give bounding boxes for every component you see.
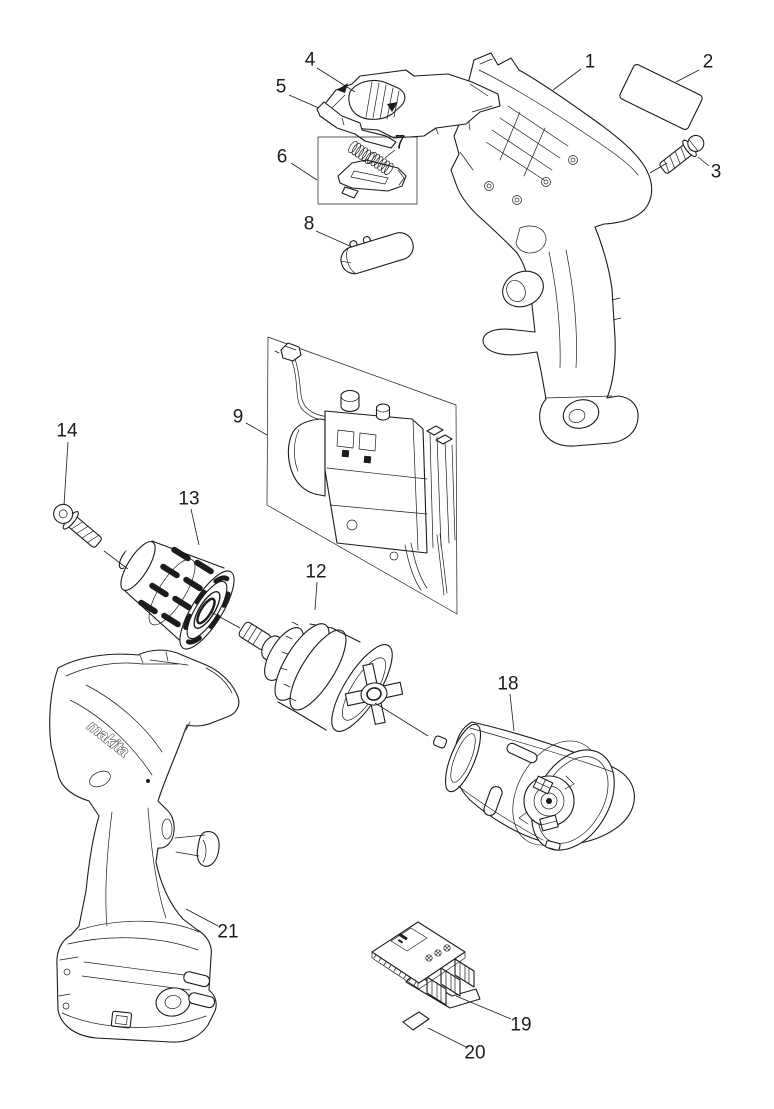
part-19-leader-line	[455, 995, 512, 1020]
part-3-screw-art	[659, 134, 705, 174]
part-7-number-label: 7	[395, 133, 406, 154]
part-9-switch-assembly-art	[266, 336, 458, 615]
part-6-leader-line	[290, 162, 318, 181]
part-7-springs-art	[348, 140, 394, 175]
part-4-leader-line	[316, 67, 356, 93]
part-14-chuck-screw-art	[53, 503, 102, 548]
part-20-label-art	[402, 1011, 430, 1031]
part-9-leader-line	[245, 422, 268, 436]
part-18-motor-art	[432, 721, 635, 851]
part-19-number-label: 19	[510, 1015, 531, 1036]
part-13-number-label: 13	[178, 489, 199, 510]
part-2-nameplate-art	[619, 64, 703, 130]
part-6-bracket-box-art	[317, 136, 418, 205]
part-1-leader-line	[552, 68, 582, 91]
part-19-terminal-block-art	[371, 921, 481, 1009]
part-21-number-label: 21	[217, 922, 238, 943]
axis-line-3	[210, 611, 241, 629]
part-20-number-label: 20	[464, 1043, 485, 1064]
part-2-number-label: 2	[703, 52, 714, 73]
part-8-leader-line	[315, 230, 353, 248]
part-1-number-label: 1	[585, 52, 596, 73]
part-7-leader-line	[384, 149, 396, 159]
axis-line-1	[649, 162, 668, 174]
part-18-leader-line	[509, 693, 515, 732]
part-20-leader-line	[427, 1027, 467, 1048]
part-18-number-label: 18	[497, 674, 518, 695]
part-4-speed-change-lever-art	[319, 69, 501, 139]
part-14-leader-line	[63, 441, 69, 506]
part-12-number-label: 12	[305, 562, 326, 583]
part-4-number-label: 4	[305, 50, 316, 71]
part-9-boundary-box	[266, 336, 458, 615]
part-21-logo-housing-art: makita	[49, 649, 240, 1043]
part-6-boundary-box	[317, 136, 418, 205]
part-2-leader-line	[675, 69, 700, 83]
part-21-leader-line	[185, 908, 219, 927]
part-12-leader-line	[314, 581, 318, 611]
part-9-number-label: 9	[233, 407, 244, 428]
part-3-number-label: 3	[711, 162, 722, 183]
part-1-housing-half-art	[450, 52, 653, 447]
part-14-number-label: 14	[56, 421, 78, 442]
axis-line-2	[103, 550, 129, 570]
part-6-number-label: 6	[277, 147, 288, 168]
part-3-leader-line	[697, 156, 710, 167]
part-8-number-label: 8	[304, 214, 315, 235]
part-5-leader-line	[288, 94, 320, 109]
part-8-cover-art	[340, 232, 414, 275]
part-13-chuck-art	[118, 540, 235, 650]
part-12-gear-assembly-art	[238, 621, 404, 732]
axis-line-4	[374, 702, 429, 737]
part-13-leader-line	[190, 508, 200, 546]
part-5-lock-lever-art	[316, 101, 397, 149]
part-5-number-label: 5	[276, 77, 287, 98]
